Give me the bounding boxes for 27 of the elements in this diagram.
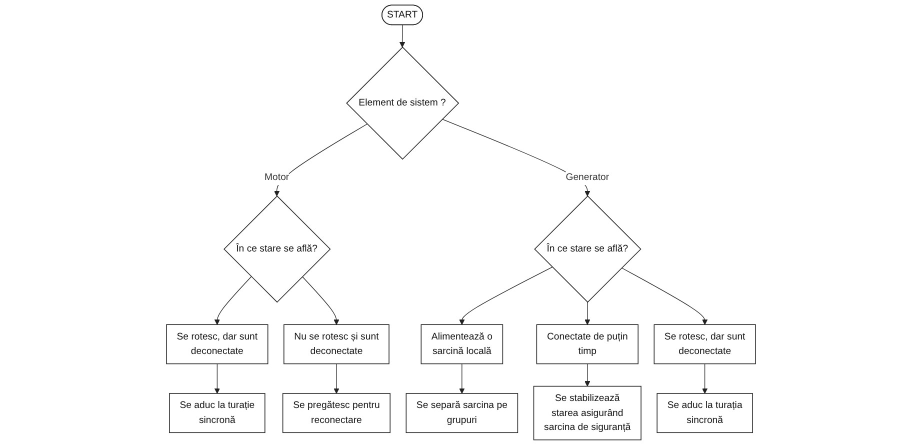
process-box: Se pregătesc pentru reconectare — [282, 393, 390, 434]
process-box: Se rotesc, dar sunt deconectate — [166, 324, 268, 364]
arrow — [214, 363, 220, 394]
arrow — [334, 363, 340, 394]
arrow — [459, 363, 465, 394]
decision-diamond: Element de sistem ? — [346, 46, 460, 160]
process-box: Se aduc la turația sincronă — [656, 393, 753, 434]
process-box: Se stabilizează starea asigurând sarcina de siguranță — [533, 386, 642, 440]
process-box: Se rotesc, dar sunt deconectate — [654, 324, 756, 364]
start-terminal: START — [382, 4, 424, 26]
arrow — [214, 276, 252, 325]
decision-diamond: În ce stare se află? — [534, 196, 642, 303]
arrow — [584, 302, 590, 325]
decision-diamond: În ce stare se află? — [224, 196, 331, 303]
process-box: Se separă sarcina pe grupuri — [406, 393, 518, 434]
arrow — [702, 363, 708, 394]
process-box: Conectate de puțin timp — [536, 324, 638, 364]
arrow — [459, 266, 553, 325]
arrow — [302, 276, 340, 325]
arrow — [584, 363, 590, 387]
edge-label: Motor — [264, 170, 290, 185]
edge-label: Generator — [566, 170, 610, 185]
process-box: Nu se rotesc și sunt deconectate — [284, 324, 390, 364]
process-box: Se aduc la turație sincronă — [169, 393, 266, 434]
process-box: Alimentează o sarcină locală — [420, 324, 504, 364]
arrow — [399, 24, 406, 48]
arrow — [621, 268, 708, 325]
